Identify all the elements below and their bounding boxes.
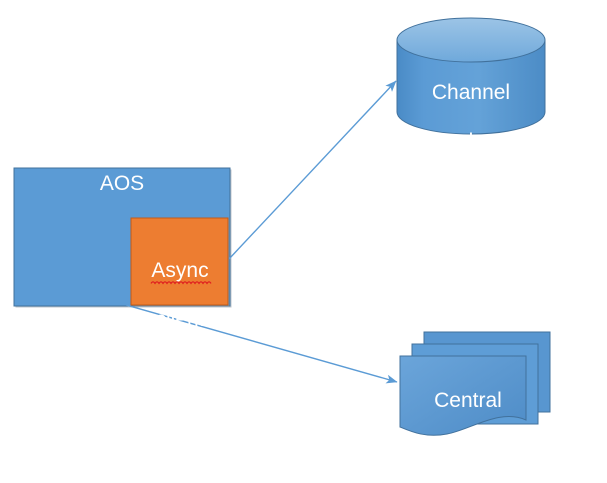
connector-async-client-to-channel-database[interactable] — [228, 80, 397, 260]
cylinder-body — [396, 39, 546, 135]
central-storage-multidocument[interactable] — [399, 331, 551, 436]
channel-database-cylinder[interactable] — [396, 17, 546, 135]
cylinder-top-ellipse — [396, 17, 546, 63]
connector-aos-to-central-storage[interactable] — [125, 304, 398, 384]
async-client-box-fill — [130, 217, 229, 306]
central-storage-sheet-front — [399, 355, 527, 436]
async-client-box[interactable] — [130, 217, 230, 307]
